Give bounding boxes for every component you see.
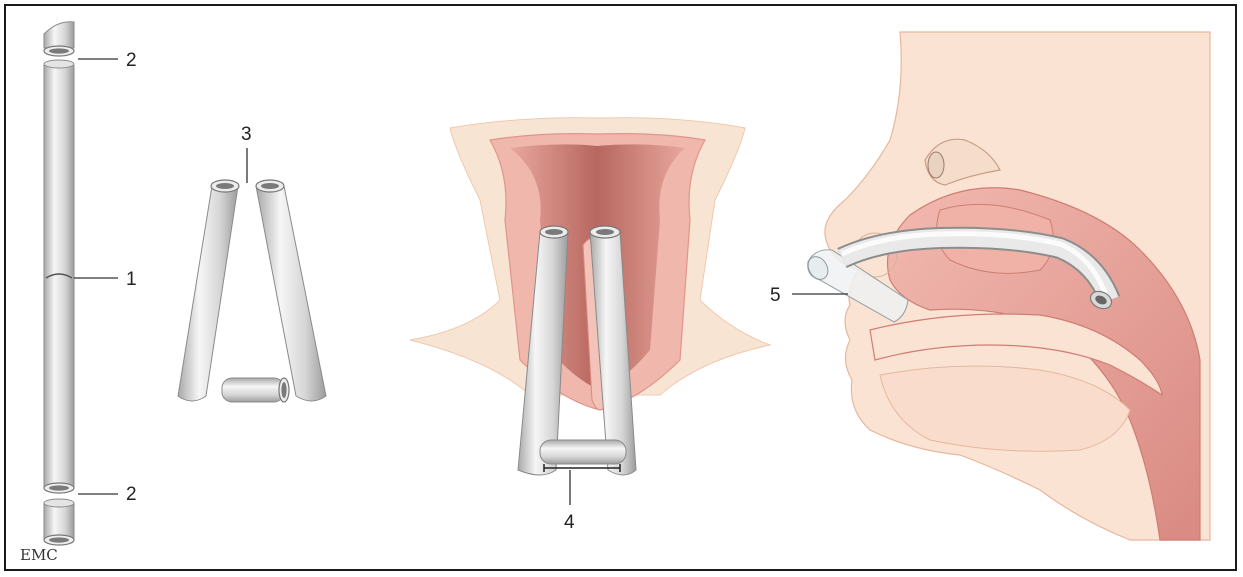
emc-watermark: EMC — [20, 546, 58, 564]
tube-bottom-piece — [44, 503, 74, 539]
short-connector-piece — [222, 378, 284, 402]
callout-3: 3 — [241, 124, 252, 145]
posterior-connector — [540, 440, 626, 464]
tube-bevel-tip — [44, 22, 74, 48]
callout-4: 4 — [564, 512, 575, 533]
tube-right-limb — [256, 186, 326, 401]
callout-5: 5 — [770, 285, 781, 306]
panel-joined-tubes: 3 — [178, 124, 326, 402]
panel-posterior-view: 4 — [410, 118, 770, 533]
callout-1: 1 — [126, 269, 137, 290]
callout-2-bottom: 2 — [126, 484, 137, 505]
panel-sagittal-view: 5 — [770, 32, 1210, 540]
tube-left-limb — [178, 186, 238, 401]
callout-2-top: 2 — [126, 50, 137, 71]
panel-uncut-tube: 2 1 2 EMC — [20, 22, 137, 564]
